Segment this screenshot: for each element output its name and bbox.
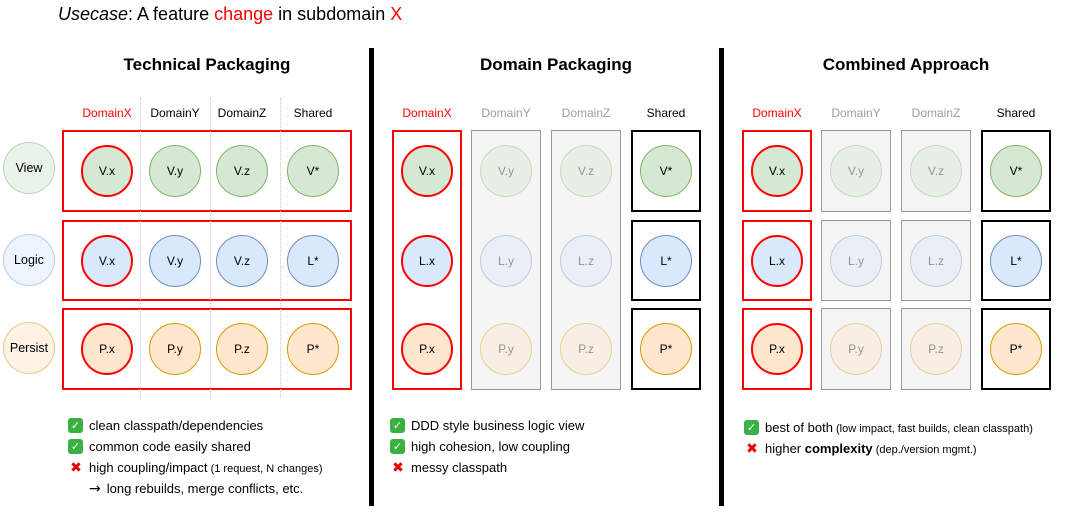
column-header-domainy: DomainY <box>831 106 881 120</box>
column-header-domainy: DomainY <box>481 106 531 120</box>
circle-view-domainz: V.z <box>216 145 268 197</box>
circle-view-domainx: V.x <box>751 145 803 197</box>
pro-bullet: ✓ DDD style business logic view <box>390 415 584 436</box>
circle-view-domainz: V.z <box>910 145 962 197</box>
circle-view-domainz: V.z <box>560 145 612 197</box>
arrow-icon: → <box>89 480 101 497</box>
bullet-text: clean classpath/dependencies <box>89 418 264 433</box>
cross-icon: ✖ <box>392 459 404 476</box>
circle-persist-domainz: P.z <box>910 323 962 375</box>
circle-view-shared: V* <box>287 145 339 197</box>
panel-heading: Technical Packaging <box>123 55 291 74</box>
bullet-note: (1 request, N changes) <box>207 463 323 475</box>
check-icon: ✓ <box>68 418 83 433</box>
circle-logic-shared: L* <box>640 235 692 287</box>
title-text: : A feature <box>128 4 215 24</box>
row-label-view: View <box>3 142 55 194</box>
column-separator <box>280 98 281 398</box>
circle-persist-domainy: P.y <box>149 323 201 375</box>
bullet-text: messy classpath <box>411 460 508 475</box>
circle-persist-shared: P* <box>990 323 1042 375</box>
column-header-domainz: DomainZ <box>217 106 267 120</box>
con-bullet: ✖ high coupling/impact (1 request, N cha… <box>68 457 322 478</box>
column-header-shared: Shared <box>293 106 333 120</box>
circle-logic-domainx: V.x <box>81 235 133 287</box>
circle-persist-domainx: P.x <box>81 323 133 375</box>
circle-persist-shared: P* <box>640 323 692 375</box>
row-label-logic: Logic <box>3 234 55 286</box>
bullet-text: common code easily shared <box>89 439 251 454</box>
circle-logic-domainz: V.z <box>216 235 268 287</box>
check-icon: ✓ <box>744 420 759 435</box>
circle-persist-domainx: P.x <box>751 323 803 375</box>
circle-view-shared: V* <box>640 145 692 197</box>
circle-logic-domainx: L.x <box>401 235 453 287</box>
title-x-highlight: X <box>390 4 403 24</box>
circle-persist-domainz: P.z <box>560 323 612 375</box>
circle-persist-domainy: P.y <box>830 323 882 375</box>
circle-logic-domainy: L.y <box>830 235 882 287</box>
circle-view-domainy: V.y <box>830 145 882 197</box>
column-separator <box>210 98 211 398</box>
pros-cons-list: ✓ clean classpath/dependencies ✓ common … <box>68 415 322 499</box>
column-header-domainx: DomainX <box>82 106 132 120</box>
column-separator <box>140 98 141 398</box>
column-header-shared: Shared <box>646 106 686 120</box>
circle-persist-domainy: P.y <box>480 323 532 375</box>
con-bullet: ✖ messy classpath <box>390 457 584 478</box>
panel-divider <box>369 48 374 506</box>
check-icon: ✓ <box>390 418 405 433</box>
check-icon: ✓ <box>68 439 83 454</box>
circle-logic-domainz: L.z <box>560 235 612 287</box>
circle-logic-domainy: V.y <box>149 235 201 287</box>
circle-logic-domainy: L.y <box>480 235 532 287</box>
check-icon: ✓ <box>390 439 405 454</box>
circle-view-domainy: V.y <box>480 145 532 197</box>
panel-divider <box>719 48 724 506</box>
bullet-text: high coupling/impact (1 request, N chang… <box>89 460 323 475</box>
pro-bullet: ✓ clean classpath/dependencies <box>68 415 322 436</box>
column-header-shared: Shared <box>996 106 1036 120</box>
pro-bullet: ✓ high cohesion, low coupling <box>390 436 584 457</box>
panel-heading: Combined Approach <box>822 55 990 74</box>
column-header-domainx: DomainX <box>752 106 802 120</box>
circle-view-domainx: V.x <box>81 145 133 197</box>
circle-persist-domainx: P.x <box>401 323 453 375</box>
pros-cons-list: ✓ DDD style business logic view ✓ high c… <box>390 415 584 478</box>
circle-logic-domainz: L.z <box>910 235 962 287</box>
bullet-note: (low impact, fast builds, clean classpat… <box>832 423 1033 435</box>
bullet-text: higher complexity (dep./version mgmt.) <box>765 441 977 456</box>
pros-cons-list: ✓ best of both (low impact, fast builds,… <box>744 417 1033 459</box>
column-header-domainz: DomainZ <box>911 106 961 120</box>
circle-persist-domainz: P.z <box>216 323 268 375</box>
title-text: in subdomain <box>273 4 391 24</box>
bullet-text: long rebuilds, merge conflicts, etc. <box>106 481 304 496</box>
column-header-domainx: DomainX <box>402 106 452 120</box>
pro-bullet: ✓ best of both (low impact, fast builds,… <box>744 417 1033 438</box>
circle-view-domainy: V.y <box>149 145 201 197</box>
bullet-text: DDD style business logic view <box>411 418 585 433</box>
circle-logic-domainx: L.x <box>751 235 803 287</box>
column-header-domainz: DomainZ <box>561 106 611 120</box>
circle-persist-shared: P* <box>287 323 339 375</box>
bullet-note: (dep./version mgmt.) <box>872 444 977 456</box>
usecase-title: Usecase: A feature change in subdomain X <box>58 4 402 25</box>
circle-logic-shared: L* <box>287 235 339 287</box>
sub-bullet: → long rebuilds, merge conflicts, etc. <box>68 478 322 499</box>
cross-icon: ✖ <box>746 440 758 457</box>
cross-icon: ✖ <box>70 459 82 476</box>
pro-bullet: ✓ common code easily shared <box>68 436 322 457</box>
bullet-emphasis: complexity <box>804 441 873 456</box>
row-label-persist: Persist <box>3 322 55 374</box>
circle-logic-shared: L* <box>990 235 1042 287</box>
bullet-text: high cohesion, low coupling <box>411 439 570 454</box>
column-header-domainy: DomainY <box>150 106 200 120</box>
circle-view-shared: V* <box>990 145 1042 197</box>
bullet-text: best of both (low impact, fast builds, c… <box>765 420 1033 435</box>
title-usecase: Usecase <box>58 4 129 24</box>
circle-view-domainx: V.x <box>401 145 453 197</box>
con-bullet: ✖ higher complexity (dep./version mgmt.) <box>744 438 1033 459</box>
title-change-highlight: change <box>214 4 274 24</box>
panel-heading: Domain Packaging <box>479 55 633 74</box>
